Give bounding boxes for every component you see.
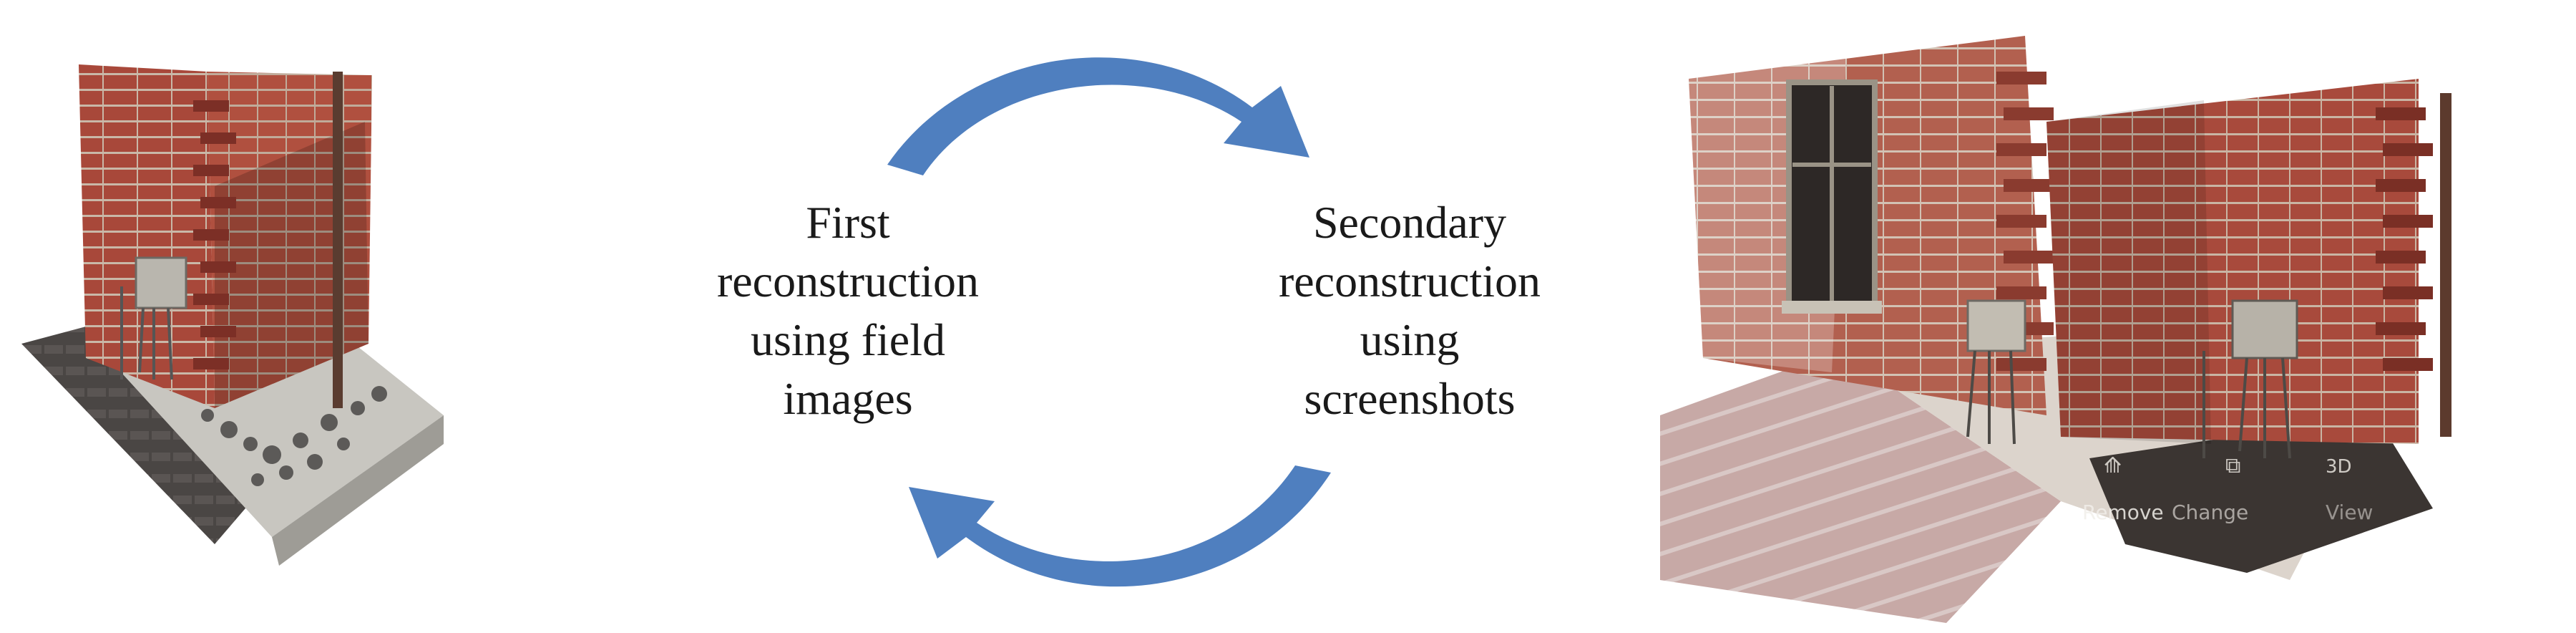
- label-line: reconstruction: [1278, 256, 1541, 306]
- label-line: using field: [751, 314, 945, 365]
- overlay-view-label: View: [2326, 501, 2373, 524]
- secondary-reconstruction-label: Secondary reconstruction using screensho…: [1209, 193, 1610, 428]
- label-line: images: [783, 373, 913, 424]
- overlay-change-label: Change: [2172, 501, 2248, 524]
- wooden-walkway: [1660, 351, 2061, 623]
- brick-wall-side: [2046, 79, 2419, 444]
- label-line: screenshots: [1304, 373, 1516, 424]
- brick-wall-right: [208, 72, 372, 408]
- overlay-ui: ⟰ ⧉ 3D Remove Change View: [2082, 453, 2373, 524]
- badge-3d: 3D: [2326, 456, 2352, 478]
- overlay-icon: ⟰: [2104, 453, 2122, 478]
- electric-box: [135, 256, 187, 309]
- first-reconstruction-model: [21, 64, 444, 566]
- arrow-clockwise-bottom-icon: [909, 465, 1331, 587]
- label-line: First: [806, 197, 890, 248]
- overlay-remove-label: Remove: [2082, 501, 2164, 524]
- overlay-icon: ⧉: [2225, 453, 2240, 478]
- first-reconstruction-label: First reconstruction using field images: [648, 193, 1048, 428]
- secondary-reconstruction-model: ⟰ ⧉ 3D Remove Change View: [1660, 36, 2451, 623]
- arrow-clockwise-top-icon: [887, 57, 1309, 175]
- dark-rubble: [2089, 415, 2433, 573]
- electric-box: [2231, 299, 2298, 359]
- label-line: using: [1360, 314, 1460, 365]
- label-line: Secondary: [1312, 197, 1507, 248]
- brick-wall-left: [79, 64, 215, 408]
- label-line: reconstruction: [716, 256, 980, 306]
- electric-box: [1966, 299, 2026, 352]
